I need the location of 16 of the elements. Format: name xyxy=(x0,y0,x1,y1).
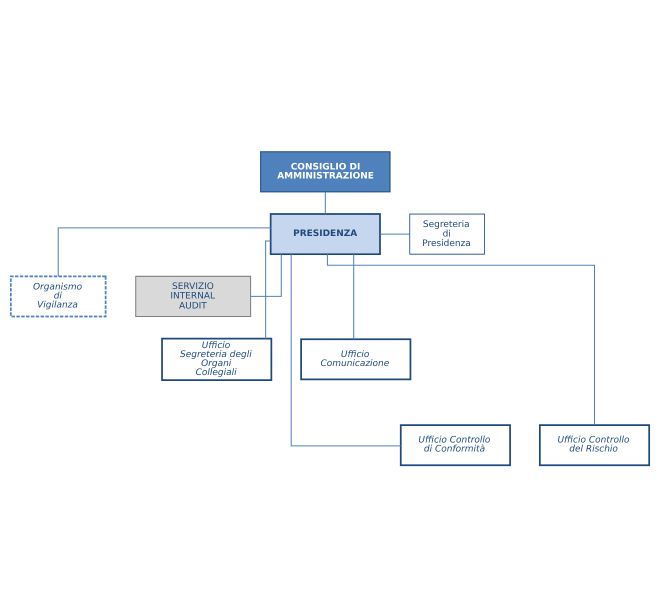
connector xyxy=(58,226,271,276)
connector xyxy=(353,254,354,339)
node-box: Organismo di Vigilanza xyxy=(10,274,106,317)
node-box: Ufficio Controllo del Rischio xyxy=(538,424,650,466)
node-box: Ufficio Comunicazione xyxy=(300,338,412,380)
connector xyxy=(380,233,410,234)
node-box: CONSIGLIO DI AMMINISTRAZIONE xyxy=(260,150,391,192)
connector xyxy=(324,192,326,214)
connector xyxy=(290,254,401,446)
connector xyxy=(265,240,271,338)
node-box: PRESIDENZA xyxy=(270,212,381,255)
node-box: Ufficio Controllo di Conformità xyxy=(400,424,511,466)
node-box: Segreteria di Presidenza xyxy=(409,213,485,254)
node-box: SERVIZIO INTERNAL AUDIT xyxy=(135,275,252,316)
node-box: Ufficio Segreteria degli Organi Collegiali xyxy=(161,337,272,380)
connector xyxy=(250,254,282,296)
